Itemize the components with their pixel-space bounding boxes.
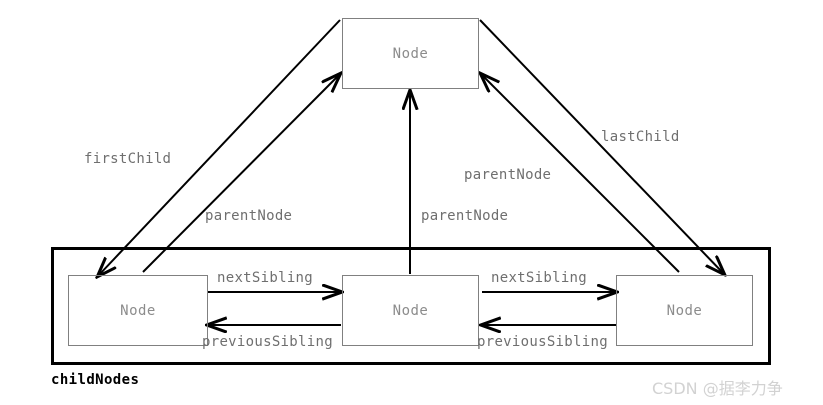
edge-label-previousSibling-2: previousSibling (477, 334, 608, 350)
arrow-lastChild (479, 19, 724, 274)
csdn-watermark: CSDN @据李力争 (652, 379, 783, 398)
parent-node-label: Node (392, 45, 429, 62)
arrow-parentNode-right (481, 74, 680, 273)
parent-node-box[interactable]: Node (342, 18, 479, 89)
child-node-label-2: Node (392, 302, 429, 319)
childnodes-caption: childNodes (51, 372, 140, 388)
child-node-box-3[interactable]: Node (616, 275, 753, 346)
edge-label-nextSibling-1: nextSibling (217, 270, 314, 286)
edge-label-parentNode-right: parentNode (464, 167, 552, 183)
arrow-firstChild (98, 19, 341, 276)
arrow-parentNode-left (142, 74, 340, 273)
child-node-label-1: Node (120, 302, 156, 319)
edge-label-parentNode-middle: parentNode (421, 208, 509, 224)
edge-label-parentNode-left: parentNode (205, 208, 293, 224)
child-node-label-3: Node (666, 302, 703, 319)
edge-label-firstChild: firstChild (84, 151, 172, 167)
child-node-box-2[interactable]: Node (342, 275, 479, 346)
childnodes-container (51, 247, 771, 365)
edge-label-lastChild: lastChild (601, 129, 680, 145)
child-node-box-1[interactable]: Node (68, 275, 208, 346)
edge-label-nextSibling-2: nextSibling (491, 270, 588, 286)
edge-label-previousSibling-1: previousSibling (202, 334, 333, 350)
